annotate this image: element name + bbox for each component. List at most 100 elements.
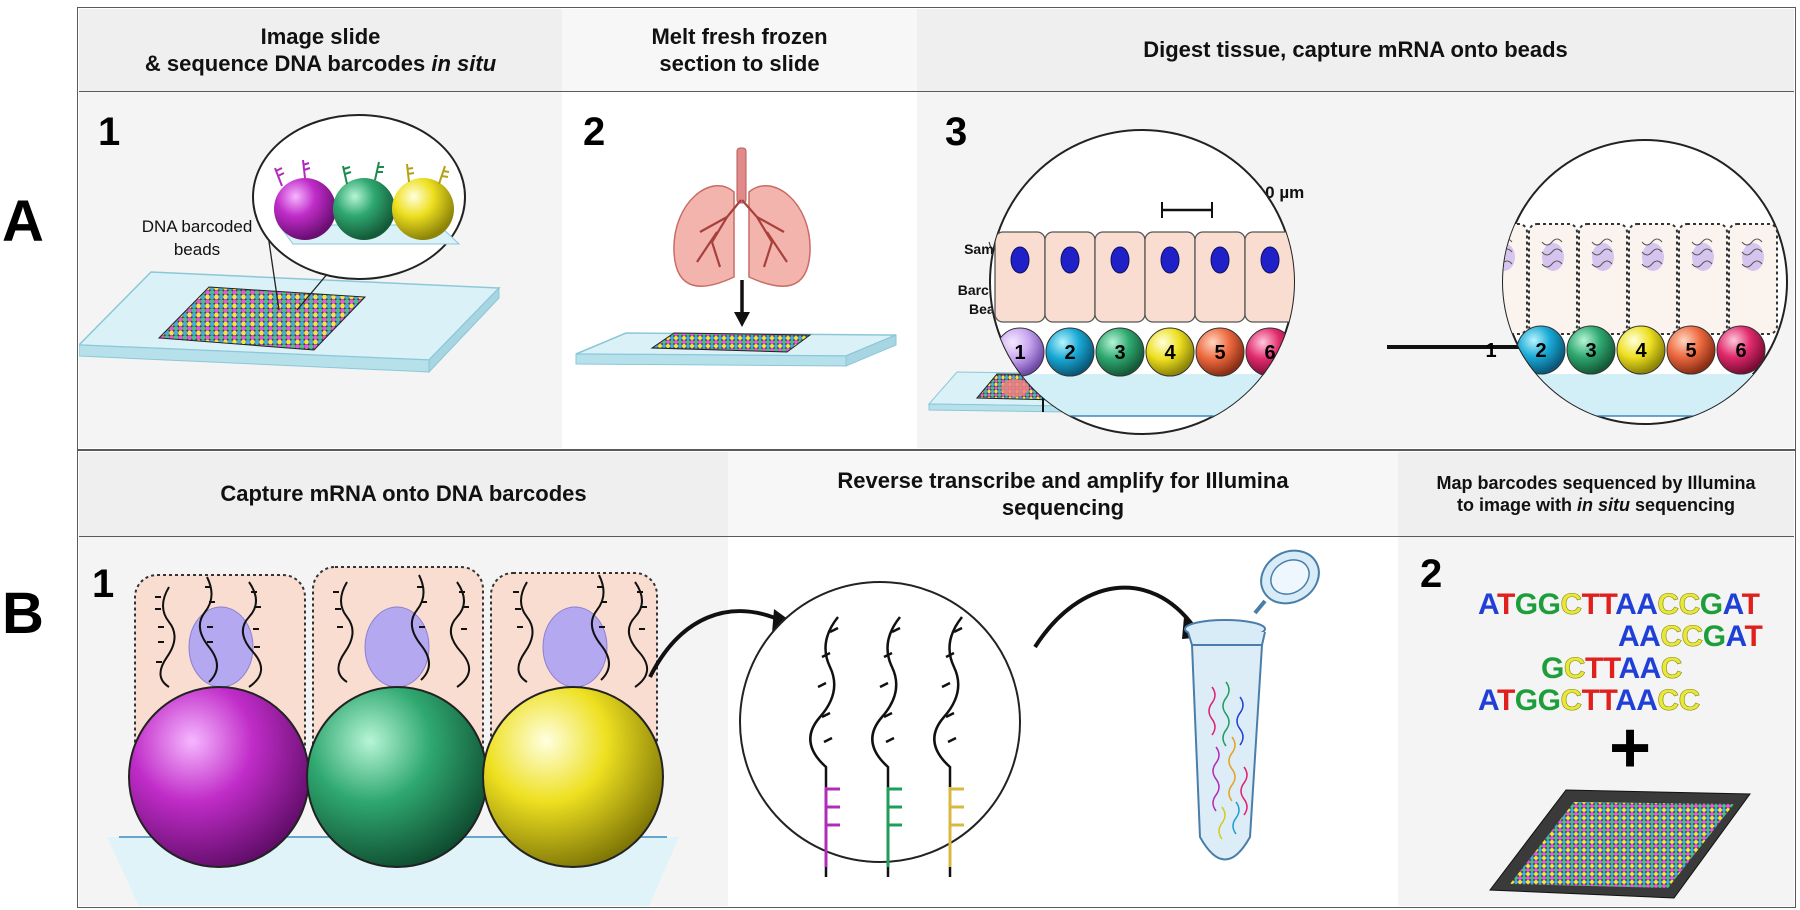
nucleotide-A: A	[1636, 588, 1658, 621]
bead-number-r4: 4	[1635, 340, 1647, 362]
nucleotide-C: C	[1660, 652, 1682, 686]
header-image-slide-line2-text: & sequence DNA barcodes	[144, 51, 432, 76]
nucleotide-C: C	[1560, 588, 1582, 622]
nucleotide-G: G	[1514, 588, 1538, 621]
bead-number-r2: 2	[1535, 340, 1546, 362]
bead-array	[157, 286, 367, 351]
step-b2-number: 2	[1420, 552, 1443, 596]
nucleotide-A: A	[1618, 620, 1640, 653]
nucleotide-C: C	[1681, 620, 1703, 654]
header-melt-line2: section to slide	[659, 51, 820, 76]
bead-number-1: 1	[1014, 342, 1025, 364]
nucleotide-G: G	[1702, 620, 1726, 653]
nucleotide-A: A	[1618, 652, 1640, 685]
nucleotide-G: G	[1541, 652, 1564, 685]
bead-number-4: 4	[1164, 342, 1176, 364]
row-letter-a: A	[2, 189, 44, 254]
bead-number-3: 3	[1114, 342, 1125, 364]
nucleotide-A: A	[1636, 684, 1658, 717]
header-image-slide-line2: & sequence DNA barcodes in situ	[145, 50, 496, 78]
nucleotide-A: A	[1639, 620, 1661, 653]
bead-label: DNA barcoded beads	[122, 216, 272, 262]
read-2: AACCGAT	[1618, 620, 1763, 654]
lung-icon	[673, 147, 811, 287]
nucleotide-T: T	[1581, 588, 1600, 621]
digest-illustration: 1 2 3 4 5 6	[927, 129, 1788, 435]
down-arrow-icon	[734, 280, 750, 327]
nucleotide-C: C	[1657, 588, 1679, 622]
header-image-slide: Image slide & sequence DNA barcodes in s…	[79, 9, 562, 91]
bead-label-line1: DNA barcoded	[141, 217, 253, 236]
read-1: ATGGCTTAACCGAT	[1478, 588, 1760, 622]
header-capture: Capture mRNA onto DNA barcodes	[79, 452, 728, 536]
header-map-in-situ: in situ	[1576, 495, 1630, 515]
header-map-line2: to image with in situ sequencing	[1457, 494, 1735, 517]
nucleotide-T: T	[1602, 652, 1619, 685]
nucleotide-C: C	[1678, 588, 1700, 622]
nucleotide-C: C	[1657, 684, 1679, 718]
bead-number-r6: 6	[1735, 340, 1746, 362]
header-reverse-line1: Reverse transcribe and amplify for Illum…	[837, 467, 1289, 493]
rt-zoom-circle	[739, 581, 1021, 863]
nucleotide-T: T	[1599, 684, 1616, 717]
nucleotide-A: A	[1478, 684, 1497, 717]
read-3: GCTTAAC	[1541, 652, 1683, 686]
plus-sign: +	[1608, 708, 1652, 788]
step-a1-number: 1	[98, 110, 121, 154]
header-melt-line1: Melt fresh frozen	[651, 23, 828, 49]
capture-illustration	[107, 566, 679, 906]
nucleotide-T: T	[1599, 588, 1616, 621]
step-b1-number: 1	[92, 562, 115, 606]
nucleotide-C: C	[1563, 652, 1586, 686]
header-map: Map barcodes sequenced by Illumina to im…	[1398, 452, 1794, 536]
step-a3-number: 3	[945, 110, 968, 154]
nucleotide-T: T	[1585, 652, 1603, 685]
bead-number-5: 5	[1214, 342, 1225, 364]
bead-label-line2: beads	[173, 239, 221, 259]
row-b-header-divider	[79, 536, 1794, 538]
header-digest-text: Digest tissue, capture mRNA onto beads	[1143, 37, 1568, 63]
bead-array-a2	[650, 332, 812, 353]
header-melt: Melt fresh frozen section to slide	[562, 9, 917, 91]
bead-number-r1: 1	[1485, 340, 1496, 362]
header-digest: Digest tissue, capture mRNA onto beads	[917, 9, 1794, 91]
nucleotide-A: A	[1725, 620, 1745, 653]
header-image-slide-line1: Image slide	[260, 23, 381, 49]
bead-number-r5: 5	[1685, 340, 1696, 362]
nucleotide-C: C	[1560, 684, 1582, 718]
nucleotide-G: G	[1537, 684, 1561, 717]
nucleotide-T: T	[1581, 684, 1600, 717]
bead-number-2: 2	[1064, 342, 1075, 364]
step-a2-number: 2	[583, 110, 606, 154]
nucleotide-A: A	[1615, 684, 1637, 717]
reverse-transcribe-illustration	[648, 549, 1320, 877]
row-letter-b: B	[2, 581, 44, 646]
nucleotide-A: A	[1722, 588, 1742, 621]
nucleotide-T: T	[1496, 684, 1515, 717]
array-image	[1489, 789, 1751, 899]
row-b-frame	[77, 450, 1796, 908]
header-map-line2-prefix: to image with	[1456, 495, 1577, 515]
nucleotide-G: G	[1514, 684, 1538, 717]
header-capture-text: Capture mRNA onto DNA barcodes	[220, 481, 587, 507]
nucleotide-C: C	[1678, 684, 1700, 718]
nucleotide-A: A	[1615, 588, 1637, 621]
row-a-header-divider	[79, 91, 1794, 93]
nucleotide-A: A	[1478, 588, 1497, 621]
lung-and-slide-illustration	[575, 147, 897, 367]
tube-icon	[1184, 549, 1320, 861]
read-4: ATGGCTTAACC	[1478, 684, 1701, 718]
header-reverse: Reverse transcribe and amplify for Illum…	[728, 452, 1398, 536]
nucleotide-G: G	[1537, 588, 1561, 621]
header-map-line1: Map barcodes sequenced by Illumina	[1436, 472, 1756, 493]
slide-illustration-a1	[79, 114, 501, 374]
header-in-situ: in situ	[431, 51, 497, 76]
header-map-line2-suffix: sequencing	[1629, 495, 1736, 515]
nucleotide-G: G	[1699, 588, 1723, 621]
bead-number-6: 6	[1264, 342, 1275, 364]
nucleotide-T: T	[1744, 620, 1763, 653]
bead-number-r3: 3	[1585, 340, 1596, 362]
nucleotide-T: T	[1741, 588, 1760, 621]
row-a-frame	[77, 7, 1796, 450]
nucleotide-A: A	[1639, 652, 1662, 685]
